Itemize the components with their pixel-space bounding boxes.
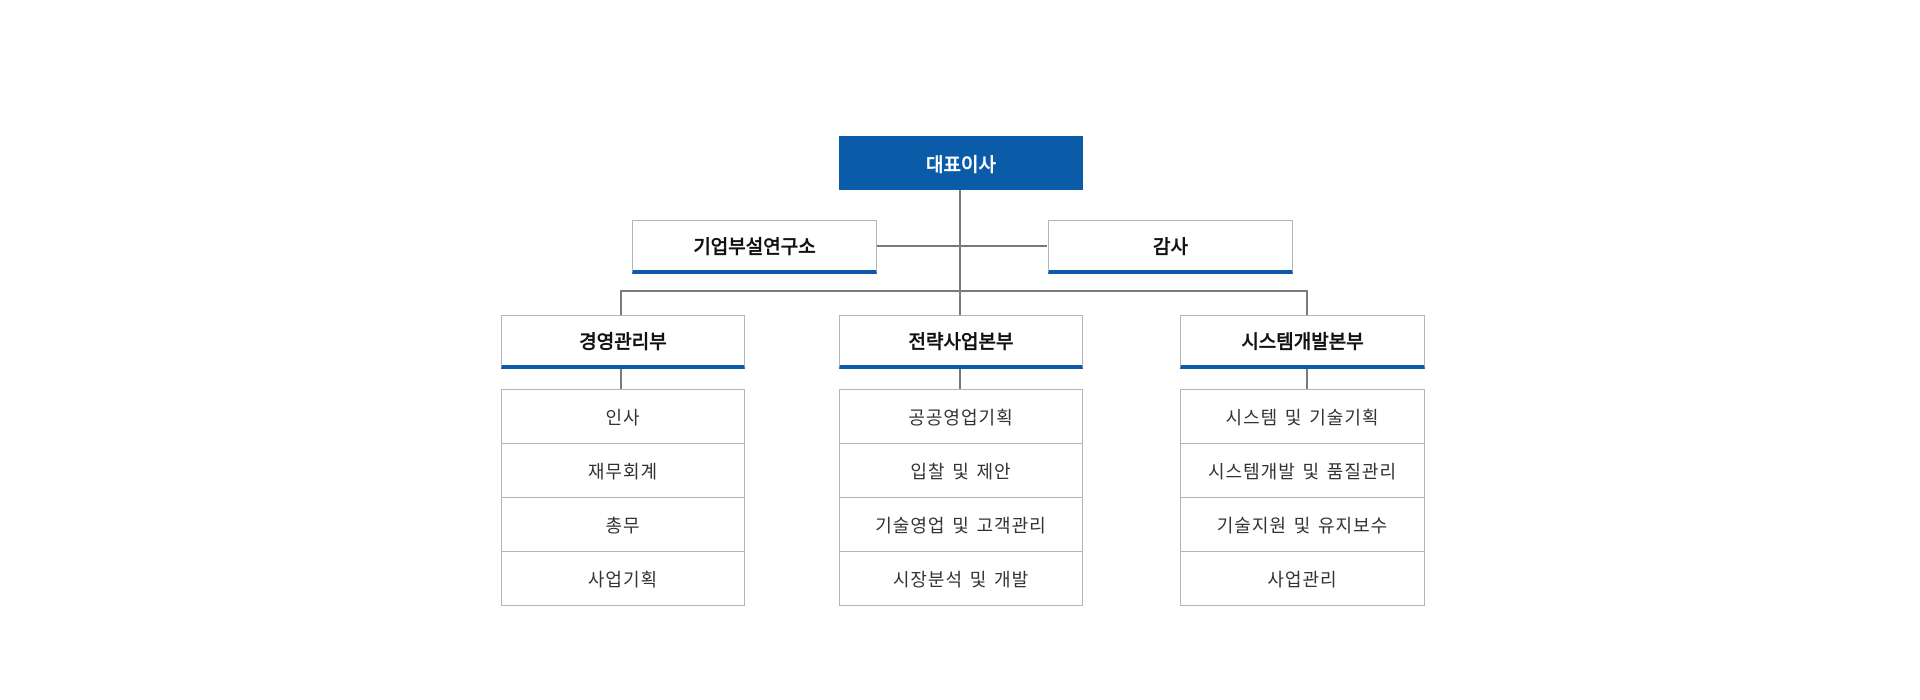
division-management-item: 사업기획 bbox=[501, 551, 745, 606]
connector-ceo-trunk bbox=[959, 190, 961, 292]
connector-staff bbox=[877, 245, 1047, 247]
division-strategy-item: 공공영업기획 bbox=[839, 389, 1083, 444]
division-strategy-item: 기술영업 및 고객관리 bbox=[839, 497, 1083, 552]
division-strategy-box: 전략사업본부 bbox=[839, 315, 1083, 369]
division-management-item: 재무회계 bbox=[501, 443, 745, 498]
ceo-box: 대표이사 bbox=[839, 136, 1083, 190]
division-system-box: 시스템개발본부 bbox=[1180, 315, 1425, 369]
research-institute-box: 기업부설연구소 bbox=[632, 220, 877, 274]
audit-box: 감사 bbox=[1048, 220, 1293, 274]
division-strategy-item: 시장분석 및 개발 bbox=[839, 551, 1083, 606]
division-system-item: 기술지원 및 유지보수 bbox=[1180, 497, 1425, 552]
connector-division-2 bbox=[959, 290, 961, 316]
division-system-item: 사업관리 bbox=[1180, 551, 1425, 606]
connector-division-3 bbox=[1306, 290, 1308, 316]
connector-divisions bbox=[620, 290, 1308, 292]
division-management-box: 경영관리부 bbox=[501, 315, 745, 369]
division-system-item: 시스템 및 기술기획 bbox=[1180, 389, 1425, 444]
division-management-item: 인사 bbox=[501, 389, 745, 444]
division-strategy-item: 입찰 및 제안 bbox=[839, 443, 1083, 498]
connector-sub-1 bbox=[620, 368, 622, 390]
division-management-item: 총무 bbox=[501, 497, 745, 552]
connector-sub-2 bbox=[959, 368, 961, 390]
connector-sub-3 bbox=[1306, 368, 1308, 390]
connector-division-1 bbox=[620, 290, 622, 316]
division-system-item: 시스템개발 및 품질관리 bbox=[1180, 443, 1425, 498]
